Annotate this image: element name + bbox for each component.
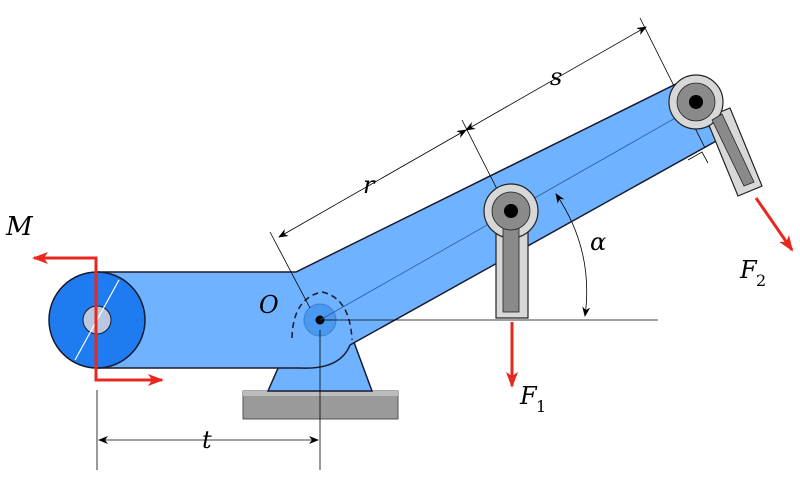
ground-base-top: [243, 391, 398, 396]
extension-line-hook1: [461, 119, 501, 196]
force-2-arrow: [754, 197, 794, 252]
label-dist-s: s: [550, 63, 562, 91]
lever-arm: [96, 81, 720, 369]
right-angle-mark: [687, 151, 709, 164]
dimension-r: [278, 129, 467, 238]
label-force1: F: [519, 382, 538, 410]
angle-arc: [555, 193, 591, 317]
label-moment: M: [5, 212, 34, 242]
label-force1-sub: 1: [536, 397, 546, 416]
extension-line-pivot: [269, 231, 311, 309]
pivot-hub-outline: [291, 291, 353, 341]
hook-2: [668, 74, 763, 197]
label-dist-r: r: [363, 171, 376, 199]
dimension-s: [465, 26, 647, 131]
hook-1-pin: [504, 204, 518, 218]
label-pivot: O: [259, 291, 279, 319]
label-force2-sub: 2: [756, 271, 766, 290]
hook-2-pin: [689, 95, 703, 109]
moment-arrow: [32, 252, 160, 382]
label-dist-t: t: [202, 426, 212, 454]
label-angle: α: [590, 228, 606, 256]
hook-1: [483, 183, 539, 319]
label-force2: F: [739, 256, 758, 284]
